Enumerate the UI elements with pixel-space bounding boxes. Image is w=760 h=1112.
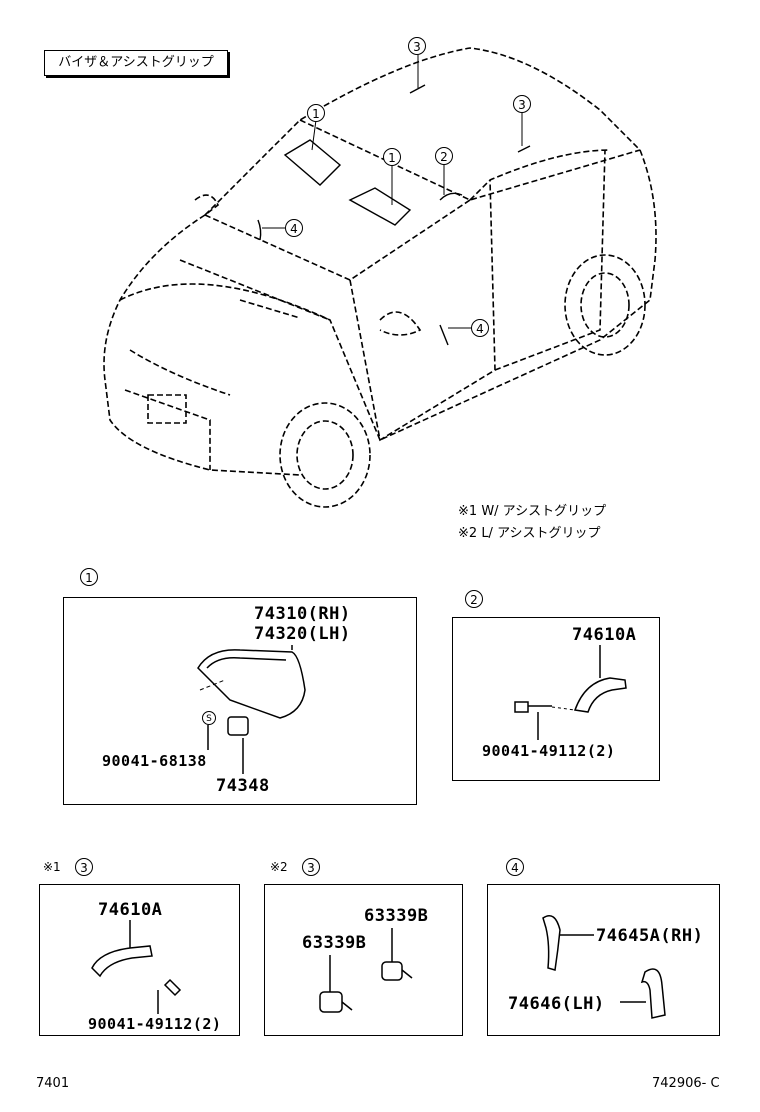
- part-74646: 74646(LH): [508, 994, 605, 1014]
- part-74645a: 74645A(RH): [596, 926, 704, 946]
- panel-assist-grip-w: [39, 884, 240, 1036]
- part-90041-49112-w: 90041-49112(2): [88, 1015, 222, 1033]
- note-2-text: L/ アシストグリップ: [481, 526, 601, 541]
- panel-trim: [487, 884, 720, 1036]
- page-title: バイザ＆アシストグリップ: [44, 50, 228, 76]
- callout-car-4b: 4: [471, 319, 489, 337]
- part-74310: 74310(RH): [254, 604, 351, 624]
- panel-3b-mark: ※2: [270, 860, 288, 874]
- callout-car-2: 2: [435, 147, 453, 165]
- footer-left-code: 7401: [36, 1076, 70, 1091]
- note-1-text: W/ アシストグリップ: [481, 504, 607, 519]
- screw-s-mark: S: [202, 711, 216, 725]
- part-90041-49112: 90041-49112(2): [482, 742, 616, 760]
- note-2-mark: ※2: [458, 526, 478, 541]
- note-1: ※1 W/ アシストグリップ: [458, 500, 606, 519]
- part-74610a-w: 74610A: [98, 900, 163, 920]
- panel-3a-mark: ※1: [43, 860, 61, 874]
- part-74320: 74320(LH): [254, 624, 351, 644]
- footer-right-code: 742906- C: [652, 1076, 720, 1091]
- panel-1-number: 1: [80, 568, 98, 586]
- callout-car-3a: 3: [408, 37, 426, 55]
- part-74348: 74348: [216, 776, 270, 796]
- panel-assist-grip: [452, 617, 660, 781]
- panel-3a-number: 3: [75, 858, 93, 876]
- note-2: ※2 L/ アシストグリップ: [458, 522, 601, 541]
- part-90041-68138: 90041-68138: [102, 752, 207, 770]
- callout-car-3b: 3: [513, 95, 531, 113]
- part-74610a: 74610A: [572, 625, 637, 645]
- part-63339b-b: 63339B: [302, 933, 367, 953]
- callout-car-4a: 4: [285, 219, 303, 237]
- part-63339b-a: 63339B: [364, 906, 429, 926]
- panel-3b-number: 3: [302, 858, 320, 876]
- panel-sun-visor: [63, 597, 417, 805]
- callout-car-1a: 1: [307, 104, 325, 122]
- panel-2-number: 2: [465, 590, 483, 608]
- panel-4-number: 4: [506, 858, 524, 876]
- panel-assist-grip-l: [264, 884, 463, 1036]
- callout-car-1b: 1: [383, 148, 401, 166]
- note-1-mark: ※1: [458, 504, 478, 519]
